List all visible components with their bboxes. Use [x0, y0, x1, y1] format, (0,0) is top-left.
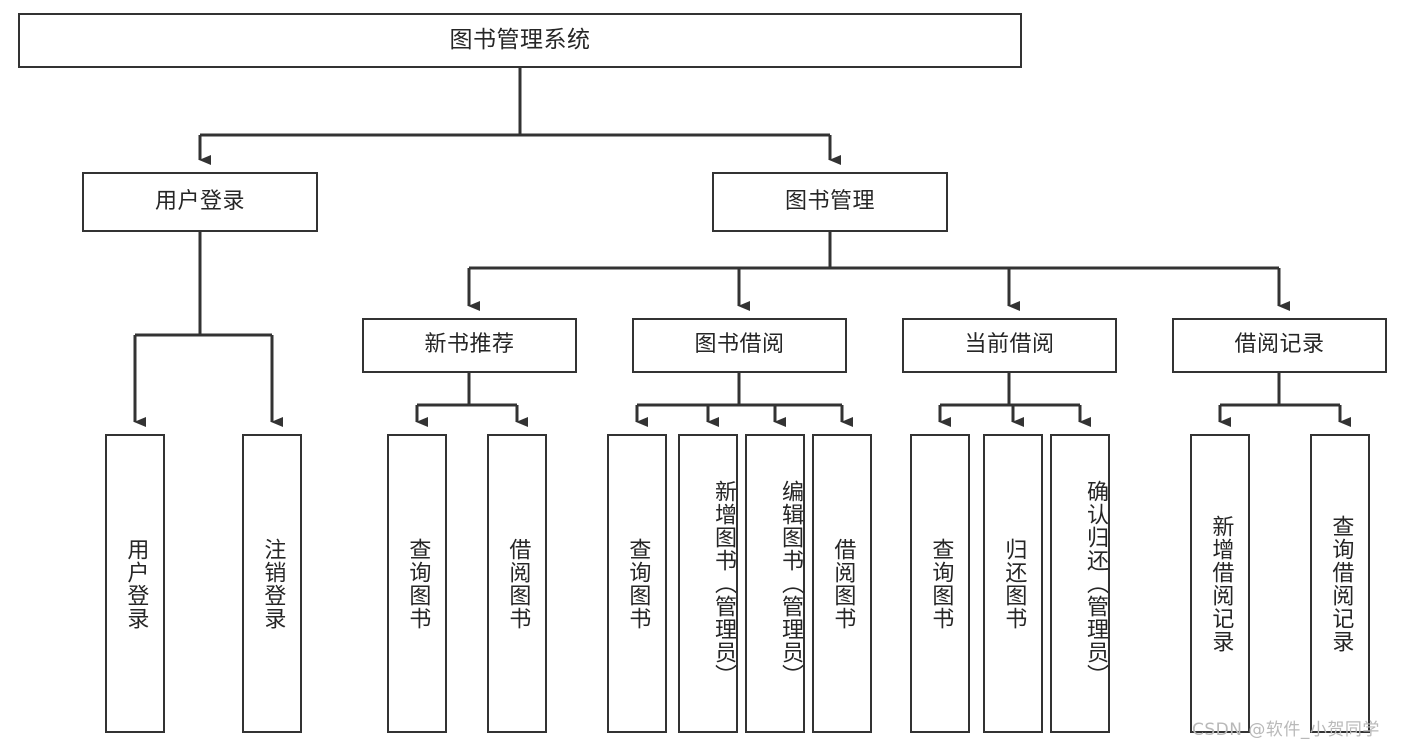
node-borrow-record[interactable]: 借阅记录 — [1172, 318, 1387, 373]
leaf-query-borrow-record[interactable]: 查询借阅记录 — [1310, 434, 1370, 733]
leaf-logout[interactable]: 注销登录 — [242, 434, 302, 733]
node-new-book-recommend[interactable]: 新书推荐 — [362, 318, 577, 373]
leaf-edit-book-admin[interactable]: 编辑图书（管理员） — [745, 434, 805, 733]
node-book-management[interactable]: 图书管理 — [712, 172, 948, 232]
leaf-add-borrow-record[interactable]: 新增借阅记录 — [1190, 434, 1250, 733]
leaf-confirm-return-admin[interactable]: 确认归还（管理员） — [1050, 434, 1110, 733]
leaf-return-book[interactable]: 归还图书 — [983, 434, 1043, 733]
leaf-add-book-admin[interactable]: 新增图书（管理员） — [678, 434, 738, 733]
node-user-login[interactable]: 用户登录 — [82, 172, 318, 232]
csdn-watermark: CSDN @软件_小贺同学 — [1192, 720, 1380, 740]
leaf-query-book-current[interactable]: 查询图书 — [910, 434, 970, 733]
leaf-borrow-book-recommend[interactable]: 借阅图书 — [487, 434, 547, 733]
leaf-borrow-book[interactable]: 借阅图书 — [812, 434, 872, 733]
leaf-query-book-recommend[interactable]: 查询图书 — [387, 434, 447, 733]
leaf-query-book-borrow[interactable]: 查询图书 — [607, 434, 667, 733]
node-current-borrow[interactable]: 当前借阅 — [902, 318, 1117, 373]
node-root-system[interactable]: 图书管理系统 — [18, 13, 1022, 68]
leaf-user-login[interactable]: 用户登录 — [105, 434, 165, 733]
node-book-borrow[interactable]: 图书借阅 — [632, 318, 847, 373]
